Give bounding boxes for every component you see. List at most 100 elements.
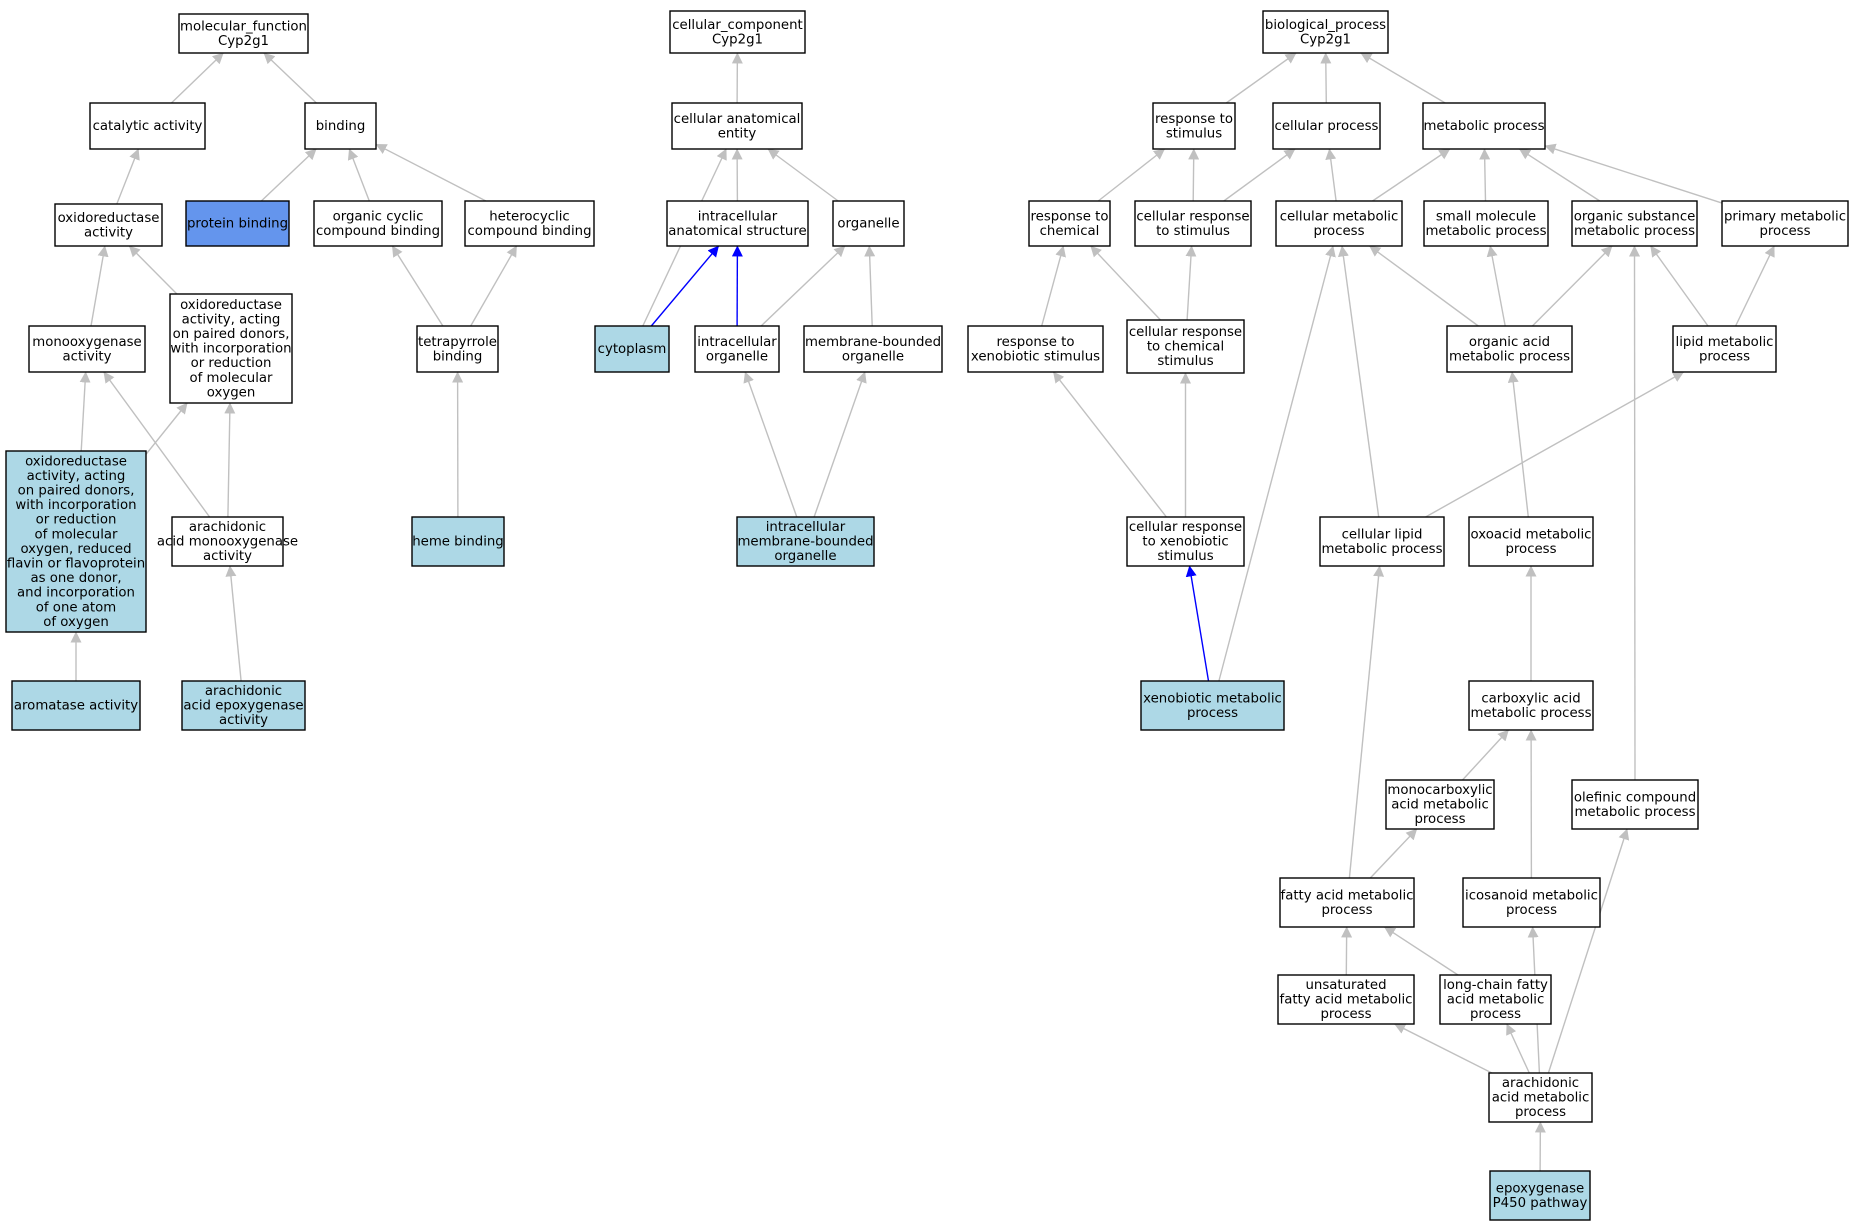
node-label-line: olefinic compound (1574, 790, 1696, 805)
node-label-line: membrane-bounded (737, 535, 873, 550)
node-label-line: process (1505, 542, 1556, 557)
node-label-line: intracellular (766, 520, 846, 535)
go-term-node-aromatase[interactable]: aromatase activity (11, 680, 141, 731)
node-box (1439, 974, 1552, 1025)
node-label-line: primary metabolic (1724, 209, 1846, 224)
node-label-line: activity, acting (182, 312, 281, 327)
edge-protein-binding-to-binding (260, 148, 317, 202)
node-label-line: acid metabolic (1391, 798, 1489, 813)
edge-cell-resp-stim-to-cell-proc (1223, 148, 1296, 202)
edge-cell-resp-xeno-to-resp-xeno (1052, 371, 1167, 518)
edge-fatty-acid-to-monocarbox (1369, 828, 1418, 879)
edge-arach-met-to-long-chain (1506, 1023, 1530, 1074)
edge-catalytic-to-mf-root (170, 52, 224, 104)
node-label-line: as one donor, (30, 571, 121, 586)
edge-oxred-flavin-to-monooxygenase (79, 371, 91, 452)
go-term-node-binding[interactable]: binding (304, 102, 377, 150)
node-box (669, 10, 806, 54)
node-box (594, 325, 670, 373)
node-label-line: metabolic process (1425, 224, 1546, 239)
go-term-node-cell-proc[interactable]: cellular process (1272, 102, 1381, 150)
edge-cell-lipid-to-cell-met (1337, 245, 1380, 518)
node-label-line: response to (997, 335, 1075, 350)
node-box (1672, 325, 1777, 373)
node-label-line: organic cyclic (333, 209, 424, 224)
edge-arach-met-to-olefinic (1547, 828, 1630, 1074)
go-term-node-cytoplasm[interactable]: cytoplasm (594, 325, 670, 373)
go-term-node-catalytic[interactable]: catalytic activity (89, 102, 206, 150)
node-label-line: cellular response (1129, 325, 1242, 340)
edge-cytoplasm-to-intra-anat (650, 245, 720, 327)
go-term-node-heme[interactable]: heme binding (411, 516, 505, 567)
edge-small-mol-to-met-proc (1479, 148, 1491, 202)
node-box (1446, 325, 1573, 373)
node-label-line: or reduction (36, 513, 117, 528)
node-label-line: process (1187, 706, 1238, 721)
node-box (671, 102, 803, 150)
edge-oxidoreductase-to-catalytic (116, 148, 140, 205)
edge-cell-met-to-met-proc (1372, 148, 1451, 202)
node-box (1028, 200, 1111, 247)
go-term-node-organelle[interactable]: organelle (832, 200, 905, 247)
node-label-line: entity (718, 126, 757, 141)
go-term-node-met-proc[interactable]: metabolic process (1422, 102, 1546, 150)
node-label-line: process (1506, 903, 1557, 918)
go-term-node-protein-binding[interactable]: protein binding (185, 200, 290, 247)
node-label-line: fatty acid metabolic (1281, 888, 1414, 903)
node-box (1489, 1170, 1591, 1221)
node-label-line: cellular process (1275, 119, 1379, 134)
edge-lipid-met-to-prim-met (1734, 245, 1775, 327)
node-label-line: acid metabolic (1492, 1091, 1590, 1106)
edge-mem-org-to-organelle (864, 245, 876, 327)
node-label-line: catalytic activity (93, 119, 203, 134)
node-box (89, 102, 206, 150)
node-label-line: acid epoxygenase (183, 699, 303, 714)
node-label-line: organelle (774, 549, 836, 564)
edge-monocarbox-to-carbox (1461, 729, 1510, 781)
node-box (54, 203, 163, 247)
node-box (1422, 102, 1546, 150)
edge-tetrapyrrole-to-organic-cyclic (391, 245, 444, 327)
